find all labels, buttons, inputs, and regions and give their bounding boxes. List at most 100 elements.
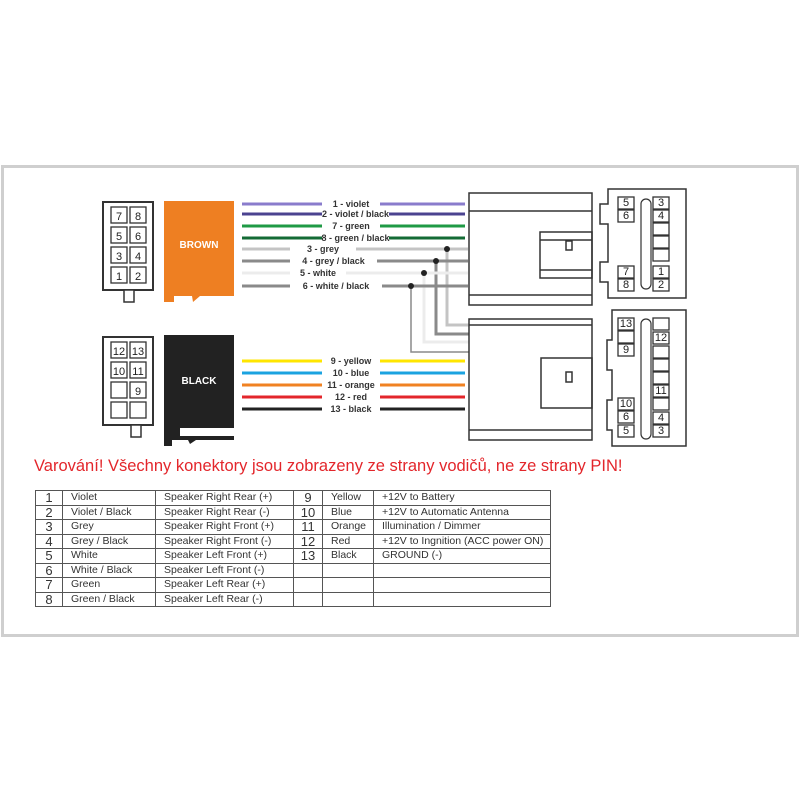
function-cell: Speaker Right Front (+) (155, 519, 294, 535)
function-cell (373, 591, 551, 607)
wire-color-cell (322, 577, 374, 593)
pin-number-cell: 4 (35, 533, 63, 549)
function-cell: Speaker Left Front (-) (155, 562, 294, 578)
pin-cell (110, 266, 128, 284)
pin-cell (652, 331, 670, 345)
pin-cell (617, 397, 635, 411)
wire-segment (410, 286, 469, 353)
wire-label: 12 - red (335, 392, 367, 402)
wire-color-cell: Blue (322, 504, 374, 520)
pin-cell (617, 196, 635, 210)
pin-cell (652, 345, 670, 359)
wire-color-cell: Green (62, 577, 156, 593)
pin-cell (617, 330, 635, 344)
junction-dot (433, 258, 439, 264)
pin-number: 8 (623, 279, 629, 291)
pin-number-cell (293, 577, 323, 593)
pin-number: 1 (116, 271, 122, 283)
pin-number-cell: 12 (293, 533, 323, 549)
pin-cell (652, 278, 670, 292)
pin-cell (652, 317, 670, 331)
pin-cell (652, 248, 670, 262)
pin-cell (617, 317, 635, 331)
wire-6: 4 - grey / black (242, 256, 469, 336)
pin-cell (652, 235, 670, 249)
black-connector-block: BLACK (164, 335, 234, 446)
wire-12: 12 - red (242, 392, 465, 402)
function-cell: +12V to Battery (373, 490, 551, 506)
pin-cell (110, 341, 128, 359)
pin-cell (652, 424, 670, 438)
brown-connector-block: BROWN (164, 201, 234, 302)
pin-cell (110, 361, 128, 379)
pin-number: 5 (116, 231, 122, 243)
pin-number-cell: 8 (35, 591, 63, 607)
pin-number: 2 (135, 271, 141, 283)
wire-color-cell: Red (322, 533, 374, 549)
wire-color-cell (322, 562, 374, 578)
pin-number: 1 (658, 266, 664, 278)
wire-label: 3 - grey (307, 244, 339, 254)
car-connector-bottom (468, 318, 593, 441)
pin-number: 4 (658, 412, 664, 424)
wire-color-cell: Grey (62, 519, 156, 535)
wire-color-cell (322, 591, 374, 607)
wire-2: 2 - violet / black (242, 209, 465, 219)
pin-number-cell: 9 (293, 490, 323, 506)
pin-number: 3 (658, 197, 664, 209)
wire-3: 7 - green (242, 221, 465, 231)
wire-color-cell: Violet (62, 490, 156, 506)
function-cell: Speaker Right Rear (-) (155, 504, 294, 520)
pin-cell (617, 424, 635, 438)
pin-cell (617, 265, 635, 279)
function-cell: Speaker Left Rear (-) (155, 591, 294, 607)
pin-number-cell: 10 (293, 504, 323, 520)
pin-cell (617, 278, 635, 292)
pin-number: 4 (135, 251, 141, 263)
pin-number: 6 (623, 210, 629, 222)
wire-11: 11 - orange (242, 380, 465, 390)
pin-number: 5 (623, 197, 629, 209)
pin-number: 13 (132, 346, 144, 358)
brown-label: BROWN (180, 240, 219, 251)
pin-number: 6 (135, 231, 141, 243)
wire-color-cell: Black (322, 548, 374, 564)
wire-8: 6 - white / black (242, 281, 469, 353)
pin-number: 9 (623, 344, 629, 356)
wire-13: 13 - black (242, 404, 465, 414)
pin-cell (617, 410, 635, 424)
pin-cell (617, 343, 635, 357)
pin-number: 13 (620, 318, 632, 330)
junction-dot (421, 270, 427, 276)
pin-number-cell: 2 (35, 504, 63, 520)
pin-number: 7 (623, 266, 629, 278)
pin-cell (110, 206, 128, 224)
pin-cell (652, 371, 670, 385)
wire-label: 2 - violet / black (322, 209, 390, 219)
wire-label: 5 - white (300, 268, 336, 278)
pin-cell (129, 266, 147, 284)
function-cell: Illumination / Dimmer (373, 519, 551, 535)
wire-4: 8 - green / black (242, 233, 465, 243)
pin-number-cell: 11 (293, 519, 323, 535)
pin-number: 9 (135, 386, 141, 398)
pin-cell (652, 384, 670, 398)
pin-cell (110, 246, 128, 264)
wire-color-cell: White / Black (62, 562, 156, 578)
pin-cell (110, 401, 128, 419)
pin-number: 11 (132, 366, 143, 378)
pin-number-cell: 13 (293, 548, 323, 564)
function-cell (373, 562, 551, 578)
pin-number-cell: 7 (35, 577, 63, 593)
